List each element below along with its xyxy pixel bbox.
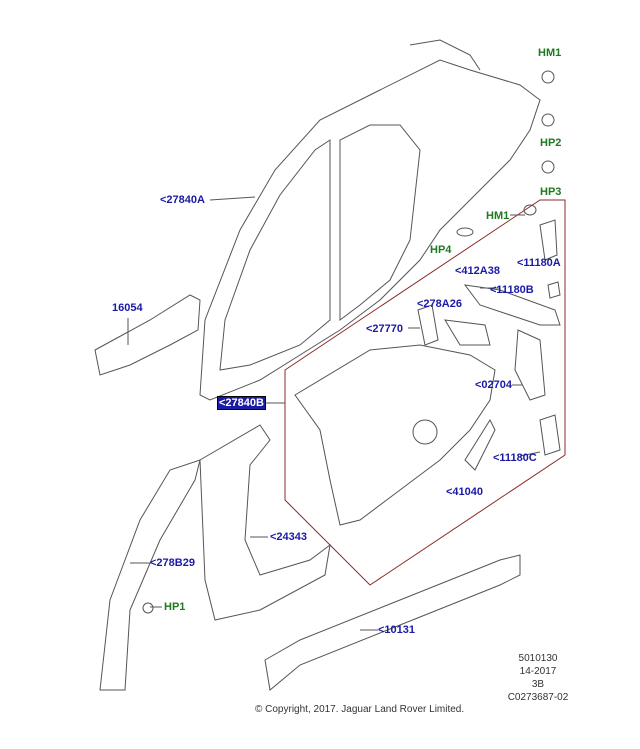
- plug-hm1-top: [541, 70, 555, 84]
- rear-quarter-inner: [294, 344, 496, 526]
- panel-278a26: [444, 319, 491, 346]
- label-27770: <27770: [366, 323, 404, 335]
- label-hp4: HP4: [430, 244, 452, 256]
- meta-line-3: 3B: [531, 679, 545, 690]
- label-412a38: <412A38: [455, 265, 500, 277]
- plug-hm1-lower: [523, 204, 537, 216]
- panel-02704: [514, 329, 546, 401]
- label-278a26: <278A26: [417, 298, 462, 310]
- front-rail-part: [94, 294, 201, 376]
- label-11180b: <11180B: [490, 284, 534, 296]
- label-27840a: <27840A: [160, 194, 205, 206]
- copyright-notice: © Copyright, 2017. Jaguar Land Rover Lim…: [255, 704, 465, 715]
- meta-line-4: C0273687-02: [507, 692, 569, 703]
- roof-rail: [409, 39, 481, 71]
- b-pillar-inner: [199, 424, 331, 621]
- rear-door-opening: [339, 124, 421, 321]
- label-278b29: <278B29: [150, 557, 195, 569]
- meta-line-2: 14-2017: [519, 666, 557, 677]
- label-02704: <02704: [475, 379, 513, 391]
- callout-box: [284, 199, 566, 586]
- label-41040: <41040: [446, 486, 484, 498]
- panel-41040: [464, 418, 496, 471]
- label-hp1: HP1: [164, 601, 186, 613]
- bracket-27770: [417, 304, 439, 346]
- label-11180a: <11180A: [517, 257, 561, 269]
- label-hp3: HP3: [540, 186, 562, 198]
- hp1-plug: [142, 602, 154, 614]
- label-16054: 16054: [112, 302, 143, 314]
- plug-hp2: [541, 113, 555, 127]
- fuel-filler-opening: [412, 419, 438, 445]
- label-hm1-top: HM1: [538, 47, 562, 59]
- plug-hp3: [541, 160, 555, 174]
- label-10131: <10131: [378, 624, 416, 636]
- bracket-11180b: [547, 281, 561, 299]
- label-11180c: <11180C: [493, 452, 537, 464]
- label-hm1-lower: HM1: [486, 210, 510, 222]
- plug-hp4: [456, 227, 474, 237]
- diagram-metadata: 5010130 14-2017 3B C0273687-02: [493, 652, 583, 704]
- a-pillar-inner: [99, 459, 201, 691]
- label-hp2: HP2: [540, 137, 562, 149]
- sill-panel: [264, 554, 521, 691]
- bracket-11180a: [539, 219, 558, 261]
- front-door-opening: [219, 139, 331, 371]
- label-24343: <24343: [270, 531, 308, 543]
- meta-line-1: 5010130: [518, 653, 558, 664]
- rail-412a38: [463, 284, 561, 326]
- body-side-outer-upper: [199, 59, 541, 401]
- label-27840b-selected[interactable]: <27840B: [217, 396, 266, 410]
- bracket-11180c: [539, 414, 561, 456]
